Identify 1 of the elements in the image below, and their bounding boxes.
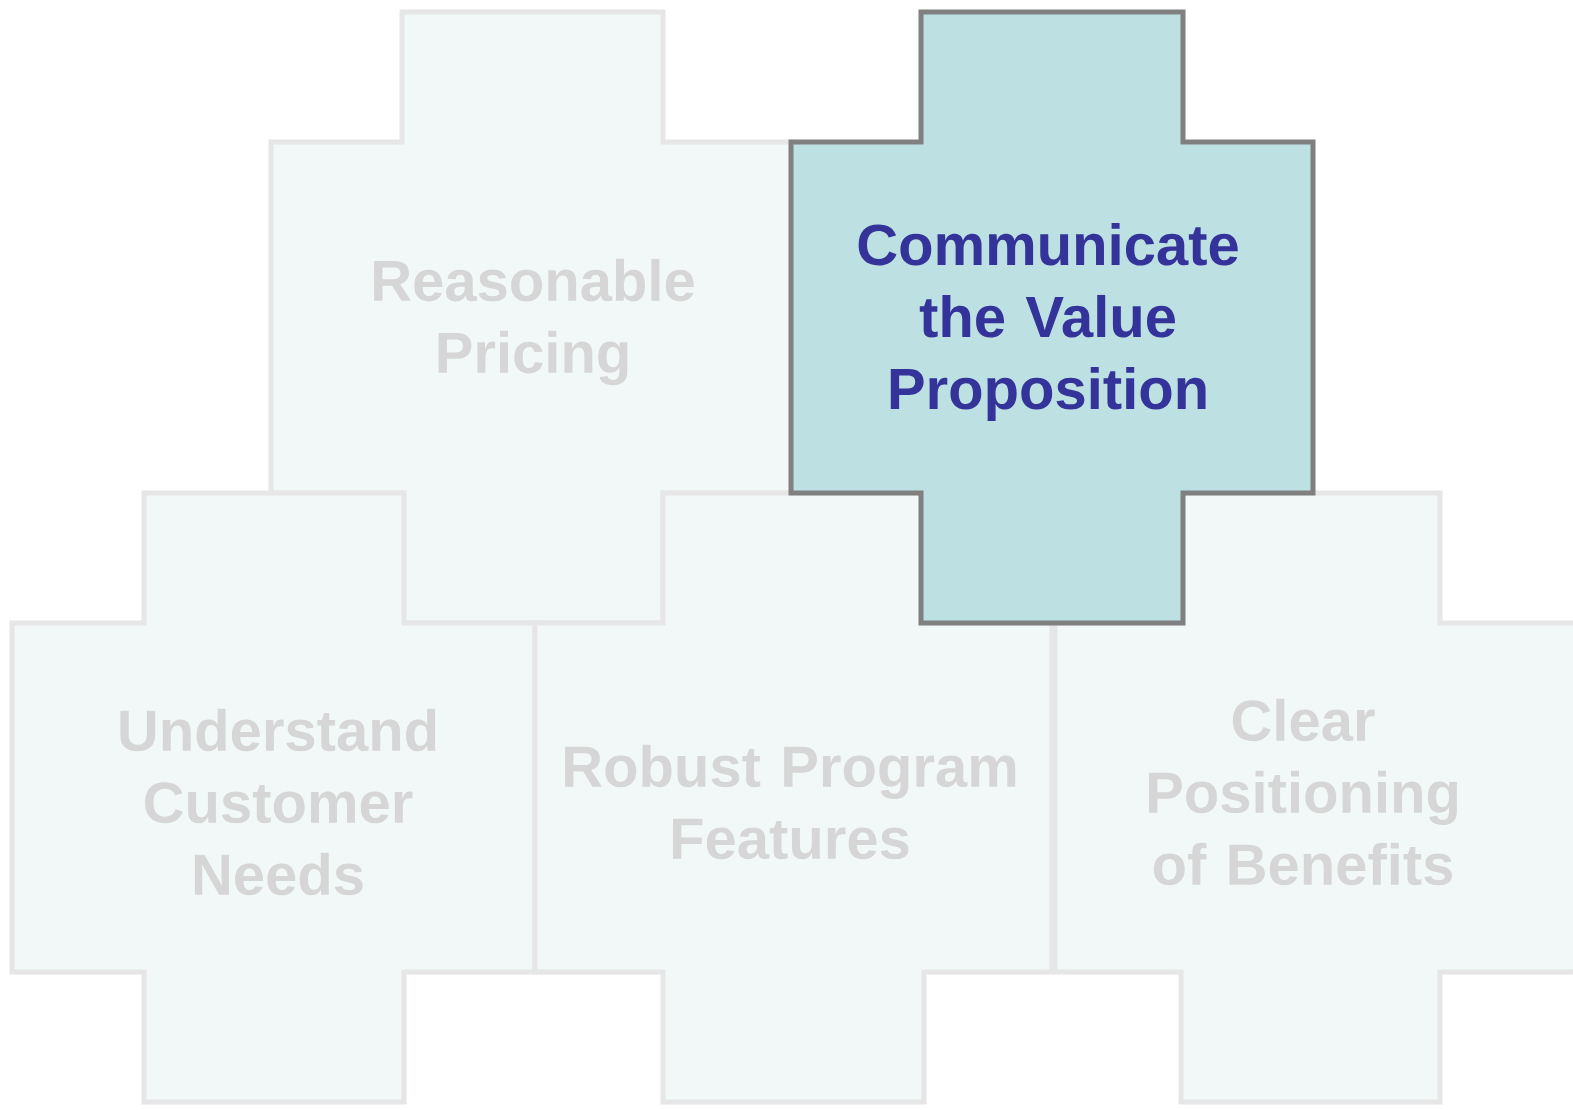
puzzle-piece: Communicate the Value Proposition xyxy=(788,9,1316,626)
